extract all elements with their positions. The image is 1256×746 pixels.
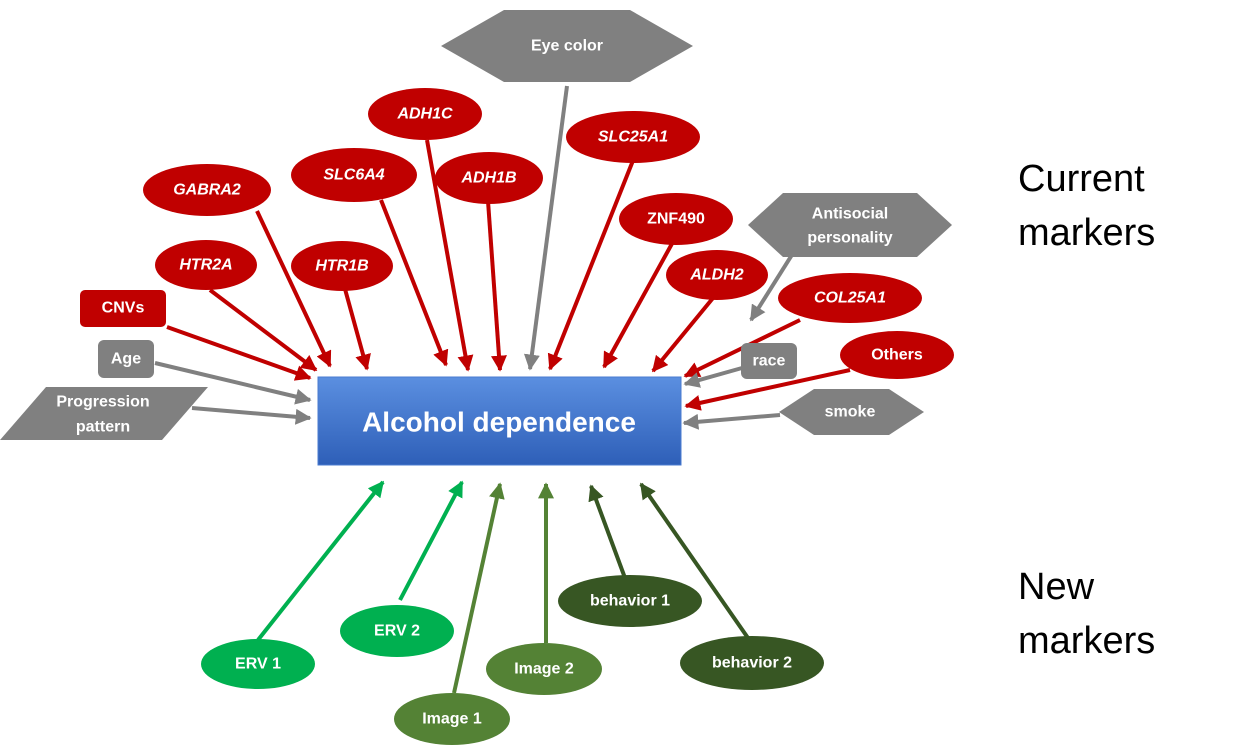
node-others-label: Others — [871, 347, 923, 364]
arrow-znf490 — [602, 239, 676, 369]
node-smoke: smoke — [779, 389, 924, 435]
node-progression-line1: Progression — [56, 394, 149, 411]
current-markers-line1: Current — [1018, 158, 1145, 200]
arrow-htr2a — [208, 288, 318, 372]
arrow-antisocial — [749, 248, 797, 322]
node-adh1b: ADH1B — [435, 152, 543, 204]
current-markers-label: Current markers — [1018, 152, 1155, 260]
node-image2: Image 2 — [486, 643, 602, 695]
node-race-label: race — [753, 353, 786, 370]
node-adh1b-label: ADH1B — [460, 170, 516, 187]
node-erv2-label: ERV 2 — [374, 623, 420, 640]
node-eye-color-label: Eye color — [531, 38, 603, 55]
arrow-age — [154, 361, 312, 405]
arrow-race — [683, 366, 743, 388]
node-eye-color: Eye color — [441, 10, 693, 82]
arrow-slc25a1 — [547, 157, 636, 371]
node-col25a1: COL25A1 — [778, 273, 922, 323]
node-gabra2: GABRA2 — [143, 164, 271, 216]
node-erv2: ERV 2 — [340, 605, 454, 657]
node-adh1c-label: ADH1C — [396, 106, 453, 123]
arrow-eye-color — [523, 85, 569, 371]
node-col25a1-label: COL25A1 — [814, 290, 886, 307]
arrow-erv2 — [398, 480, 464, 601]
arrow-behavior1 — [588, 484, 627, 579]
node-htr1b-label: HTR1B — [315, 258, 368, 275]
node-slc25a1-label: SLC25A1 — [598, 129, 668, 146]
node-smoke-label: smoke — [825, 404, 876, 421]
node-others: Others — [840, 331, 954, 379]
node-behavior2-label: behavior 2 — [712, 655, 792, 672]
arrow-slc6a4 — [379, 199, 449, 367]
node-race: race — [741, 343, 797, 379]
node-cnvs: CNVs — [80, 290, 166, 327]
node-age: Age — [98, 340, 154, 378]
new-markers-line2: markers — [1018, 620, 1156, 662]
node-aldh2: ALDH2 — [666, 250, 768, 300]
node-slc6a4: SLC6A4 — [291, 148, 417, 202]
node-image1-label: Image 1 — [422, 711, 482, 728]
node-antisocial-line1: Antisocial — [812, 206, 888, 223]
arrow-smoke — [682, 413, 781, 430]
arrow-others — [684, 368, 851, 411]
node-image1: Image 1 — [394, 693, 510, 745]
node-progression-pattern: Progression pattern — [0, 387, 208, 440]
node-age-label: Age — [111, 351, 141, 368]
node-behavior1-label: behavior 1 — [590, 593, 670, 610]
arrow-htr1b — [343, 288, 371, 371]
node-htr2a-label: HTR2A — [179, 257, 232, 274]
arrow-adh1b — [486, 200, 507, 372]
node-erv1: ERV 1 — [201, 639, 315, 689]
node-htr1b: HTR1B — [291, 241, 393, 291]
node-behavior1: behavior 1 — [558, 575, 702, 627]
node-gabra2-label: GABRA2 — [173, 182, 241, 199]
node-cnvs-label: CNVs — [102, 300, 145, 317]
arrow-erv1 — [256, 480, 385, 642]
arrow-image1 — [452, 482, 505, 694]
arrow-progression — [191, 406, 312, 425]
node-antisocial-line2: personality — [807, 230, 892, 247]
center-label: Alcohol dependence — [362, 407, 636, 438]
arrow-aldh2 — [651, 296, 715, 373]
center-node: Alcohol dependence — [317, 376, 682, 466]
node-aldh2-label: ALDH2 — [689, 267, 743, 284]
arrows — [154, 85, 851, 694]
node-znf490: ZNF490 — [619, 193, 733, 245]
node-htr2a: HTR2A — [155, 240, 257, 290]
node-progression-line2: pattern — [76, 419, 130, 436]
node-adh1c: ADH1C — [368, 88, 482, 140]
arrow-adh1c — [425, 139, 474, 372]
node-antisocial-personality: Antisocial personality — [748, 193, 952, 257]
node-slc6a4-label: SLC6A4 — [323, 167, 384, 184]
node-image2-label: Image 2 — [514, 661, 574, 678]
node-erv1-label: ERV 1 — [235, 656, 281, 673]
node-znf490-label: ZNF490 — [647, 211, 705, 228]
current-markers-line2: markers — [1018, 212, 1156, 254]
new-markers-label: New markers — [1018, 560, 1155, 668]
node-slc25a1: SLC25A1 — [566, 111, 700, 163]
arrow-cnvs — [166, 325, 312, 381]
arrow-behavior2 — [639, 482, 750, 640]
node-behavior2: behavior 2 — [680, 636, 824, 690]
new-markers-line1: New — [1018, 566, 1095, 608]
arrow-gabra2 — [255, 210, 332, 368]
